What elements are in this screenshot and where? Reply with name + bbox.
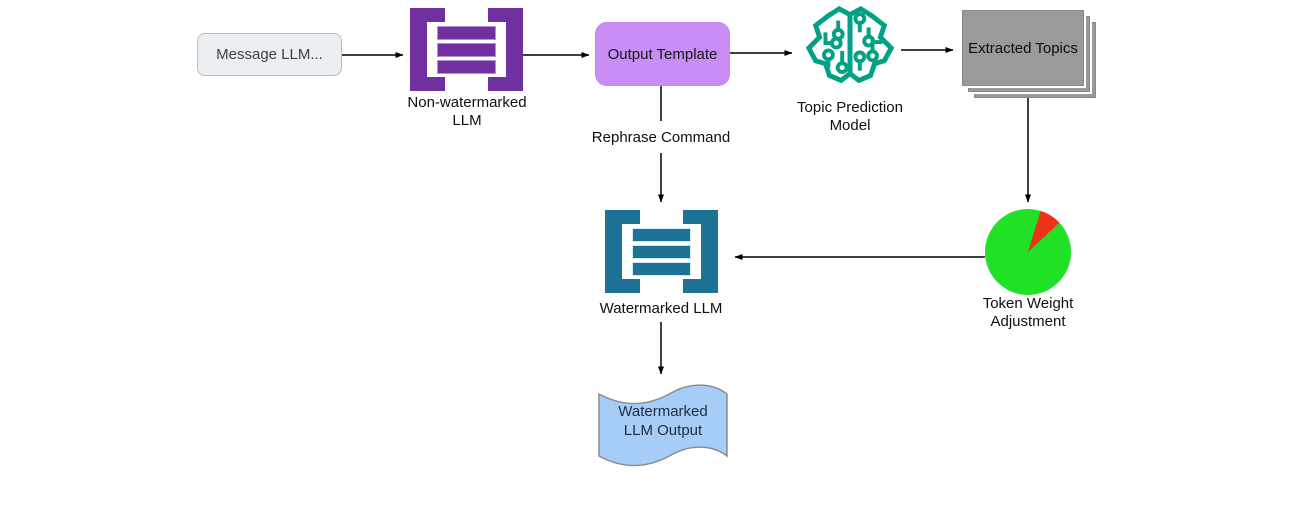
topic-prediction-model-label: Topic Prediction Model (797, 99, 903, 134)
llm-bars-icon (632, 228, 691, 276)
non-watermarked-llm-icon[interactable] (410, 8, 523, 91)
token-weight-adjustment-label: Token Weight Adjustment (982, 295, 1074, 330)
extracted-topics-stack[interactable]: Extracted Topics (962, 10, 1096, 98)
left-bracket-icon (410, 8, 445, 91)
right-bracket-icon (683, 210, 718, 293)
watermarked-llm-label: Watermarked LLM (599, 300, 723, 317)
brain-circuit-icon[interactable] (799, 5, 901, 93)
left-bracket-icon (605, 210, 640, 293)
watermarked-llm-output-flag[interactable]: Watermarked LLM Output (597, 381, 729, 469)
flag-shape (598, 384, 728, 467)
rephrase-command-edge-label: Rephrase Command (591, 129, 731, 146)
message-llm-box[interactable]: Message LLM... (197, 33, 342, 76)
non-watermarked-llm-label: Non-watermarked LLM (407, 94, 527, 129)
llm-bars-icon (437, 26, 496, 74)
pie-chart-icon[interactable] (985, 209, 1071, 295)
right-bracket-icon (488, 8, 523, 91)
stack-layer-front: Extracted Topics (962, 10, 1084, 86)
output-template-box[interactable]: Output Template (595, 22, 730, 86)
watermarked-llm-icon[interactable] (605, 210, 718, 293)
watermarked-llm-output-label: Watermarked LLM Output (618, 403, 708, 439)
